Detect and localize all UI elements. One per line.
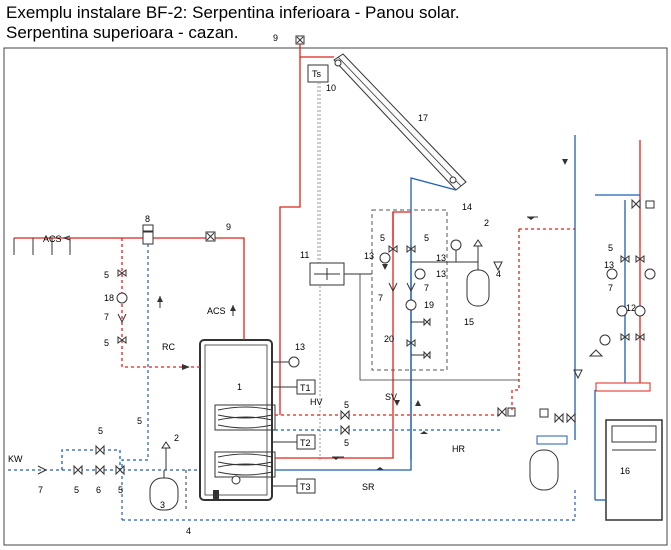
heating-boiler	[605, 419, 663, 521]
label-heating-return: HR	[452, 444, 465, 454]
label-heating-flow: HV	[310, 397, 323, 407]
bottom-return-line	[122, 490, 576, 521]
label-solar-flow: SV	[385, 392, 397, 402]
callout-7: 7	[38, 485, 43, 495]
callout-12: 12	[626, 303, 636, 313]
acs-hot-line	[14, 237, 245, 340]
label-t2: T2	[300, 438, 311, 448]
callout-6: 6	[96, 485, 101, 495]
callout-2: 2	[484, 218, 489, 228]
callout-9: 9	[226, 222, 231, 232]
label-ts: Ts	[312, 69, 322, 79]
callout-16: 16	[620, 466, 630, 476]
callout-13: 13	[436, 269, 446, 279]
recirculation-line	[121, 238, 200, 368]
storage-tank	[199, 339, 276, 501]
label-solar-return: SR	[362, 482, 375, 492]
label-t3: T3	[300, 482, 311, 492]
callout-5: 5	[74, 485, 79, 495]
recirc-pump-icon	[116, 292, 128, 304]
callout-7: 7	[378, 293, 383, 303]
label-recirculation: RC	[162, 342, 175, 352]
callout-4: 4	[496, 269, 501, 279]
callout-5: 5	[344, 400, 349, 410]
callout-11: 11	[300, 250, 309, 260]
boiler-pump-icon	[616, 305, 628, 317]
callout-1: 1	[237, 382, 242, 392]
distribution-header	[536, 435, 568, 445]
diagram-frame	[3, 47, 668, 546]
callout-15: 15	[464, 317, 474, 327]
callout-8: 8	[145, 214, 150, 224]
solar-station-box	[371, 209, 448, 371]
callout-2: 2	[174, 433, 179, 443]
circulation-pump-icon	[405, 299, 417, 311]
callout-5: 5	[98, 426, 103, 436]
callout-17: 17	[418, 113, 428, 123]
diagram-title-line2: Serpentina superioara - cazan.	[6, 23, 239, 42]
callout-7: 7	[104, 312, 109, 322]
label-cold-water: KW	[8, 454, 23, 464]
pressure-gauge-icon	[450, 239, 462, 251]
callout-13: 13	[604, 260, 614, 270]
safety-valve-icon	[473, 239, 483, 247]
mixing-valve-icon	[142, 231, 154, 245]
callout-14: 14	[462, 202, 472, 212]
callout-9: 9	[273, 33, 278, 43]
callout-20: 20	[384, 334, 394, 344]
tank-thermometer-icon	[288, 356, 300, 368]
callout-4: 4	[186, 526, 191, 536]
solar-panel	[333, 53, 467, 191]
callout-5: 5	[344, 438, 349, 448]
callout-7: 7	[424, 283, 429, 293]
heating-expansion-vessel	[529, 449, 559, 491]
callout-5: 5	[104, 338, 109, 348]
solar-hot-line	[279, 57, 301, 415]
label-t1: T1	[300, 383, 311, 393]
callout-10: 10	[326, 83, 336, 93]
solar-cold-line	[410, 177, 457, 460]
callout-5: 5	[380, 233, 385, 243]
callout-3: 3	[160, 500, 165, 510]
callout-13: 13	[436, 253, 446, 263]
callout-7: 7	[608, 283, 613, 293]
callout-5: 5	[424, 233, 429, 243]
solar-expansion-vessel	[466, 269, 490, 307]
callout-5: 5	[137, 416, 142, 426]
thermometer-icon	[379, 252, 391, 264]
callout-5: 5	[104, 270, 109, 280]
boiler-manifold	[595, 382, 651, 392]
label-acs-tank: ACS	[207, 306, 226, 316]
thermometer-icon	[414, 268, 426, 280]
callout-19: 19	[424, 300, 434, 310]
callout-5: 5	[608, 243, 613, 253]
label-acs-outlet: ACS	[43, 234, 62, 244]
callout-13: 13	[295, 342, 305, 352]
diagram-title-line1: Exemplu instalare BF-2: Serpentina infer…	[6, 3, 460, 22]
callout-5: 5	[118, 485, 123, 495]
callout-18: 18	[104, 293, 114, 303]
callout-13: 13	[364, 251, 374, 261]
